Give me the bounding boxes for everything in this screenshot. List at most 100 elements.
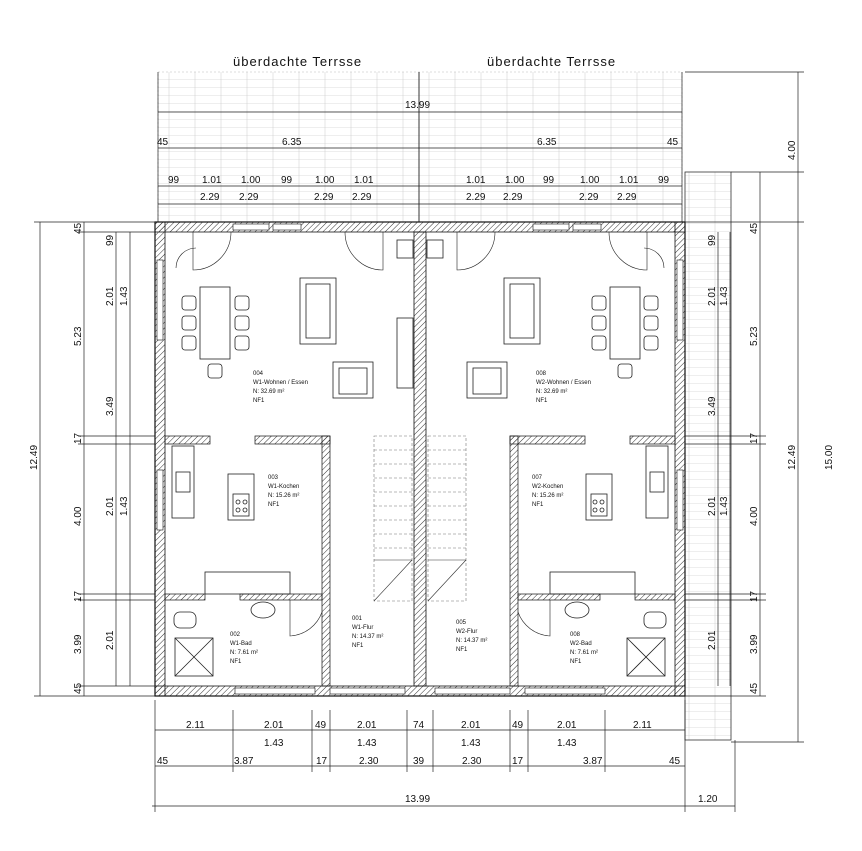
room-type: NF1 [268,502,280,508]
dim-bottom-r2-9: 45 [669,756,681,767]
left-dimensions [34,221,155,697]
room-type: NF1 [536,398,548,404]
top-dimensions [157,72,683,222]
room-label-001: 001 W1-Flur N: 14.37 m² NF1 [352,616,383,649]
dim-bottom-r1-7: 49 [512,720,524,731]
dim-bottom-r1-1: 2.11 [186,720,205,731]
dim-left-m1: 45 [73,222,84,234]
dim-top-overall: 13.99 [405,100,430,111]
dim-left-m5: 17 [73,590,84,602]
dim-bottom-r1-3: 49 [315,720,327,731]
bottom-dimensions [152,700,736,812]
dim-top-r4-6: 2.29 [503,192,523,203]
dim-bottom-r2-8: 3.87 [583,756,603,767]
dim-top-r3-4: 99 [281,175,293,186]
dim-top-r4-7: 2.29 [579,192,599,203]
room-name: W2-Bad [570,641,592,647]
terrace-label-left: überdachte Terrsse [233,54,362,69]
dim-right-s5: 2.01 [707,630,718,650]
room-area: N: 7.61 m² [230,650,258,656]
dim-bottom-r1b-1: 1.43 [264,738,284,749]
dim-bottom-r1-4: 2.01 [357,720,377,731]
dim-bottom-r2-7: 17 [512,756,524,767]
dim-bottom-r1-6: 2.01 [461,720,481,731]
dim-right-i5: 17 [749,590,760,602]
dim-top-r3-8: 1.00 [505,175,525,186]
dim-top-r4-8: 2.29 [617,192,637,203]
room-type: NF1 [253,398,265,404]
stairs [373,435,467,602]
room-id: 007 [532,475,543,481]
room-name: W2-Kochen [532,484,563,490]
right-dimensions [685,71,804,743]
dim-top-r3-9: 99 [543,175,555,186]
terrace [157,71,732,741]
room-type: NF1 [570,659,582,665]
room-id: 003 [268,475,279,481]
room-area: N: 14.37 m² [456,638,487,644]
dim-left-i5: 2.01 [105,630,116,650]
dim-top-r4-5: 2.29 [466,192,486,203]
dim-right-mid: 12.49 [787,445,798,470]
dim-right-i4: 4.00 [749,506,760,526]
dim-top-r3-1: 99 [168,175,180,186]
dim-left-m4: 4.00 [73,506,84,526]
dim-bottom-r1-9: 2.11 [633,720,652,731]
dim-left-i4: 2.01 [105,496,116,516]
room-id: 005 [456,620,467,626]
room-id: 002 [230,632,241,638]
dim-left-ib2: 1.43 [119,496,130,516]
room-type: NF1 [532,502,544,508]
dim-right-i3: 17 [749,432,760,444]
room-id: 004 [253,371,264,377]
dim-right-outer: 15.00 [824,445,835,470]
dim-right-i7: 45 [749,682,760,694]
dim-bottom-r1-5: 74 [413,720,425,731]
dim-top-r4-1: 2.29 [200,192,220,203]
dim-top-r3-2: 1.01 [202,175,222,186]
room-id: 008 [570,632,581,638]
dim-left-m6: 3.99 [73,634,84,654]
dim-bottom-r2-5: 39 [413,756,425,767]
dim-right-i2: 5.23 [749,326,760,346]
furniture-w2 [426,239,669,677]
room-label-003: 003 W1-Kochen N: 15.26 m² NF1 [268,475,299,508]
dim-top-r3-11: 1.01 [619,175,639,186]
dim-top-r4-4: 2.29 [352,192,372,203]
room-label-004: 004 W1-Wohnen / Essen N: 32.69 m² NF1 [253,371,308,404]
building-walls [154,221,686,697]
room-area: N: 7.61 m² [570,650,598,656]
dim-top-r3-5: 1.00 [315,175,335,186]
dim-right-top: 4.00 [787,140,798,160]
dim-top-r3-6: 1.01 [354,175,374,186]
room-area: N: 32.69 m² [536,389,567,395]
dim-top-r2-2: 6.35 [282,137,302,148]
room-label-007: 007 W2-Kochen N: 15.26 m² NF1 [532,475,563,508]
dim-left-i2: 2.01 [105,286,116,306]
dim-right-sb1: 1.43 [719,286,730,306]
dim-bottom-r1-2: 2.01 [264,720,284,731]
room-label-008-living: 008 W2-Wohnen / Essen N: 32.69 m² NF1 [536,371,591,404]
room-type: NF1 [230,659,242,665]
dim-right-s2: 2.01 [707,286,718,306]
room-area: N: 14.37 m² [352,634,383,640]
room-id: 001 [352,616,363,622]
dim-top-r2-1: 45 [157,137,169,148]
dim-right-i1: 45 [749,222,760,234]
dim-top-r3-12: 99 [658,175,670,186]
dim-top-r4-2: 2.29 [239,192,259,203]
room-name: W2-Flur [456,629,477,635]
dim-bottom-r2-4: 2.30 [359,756,379,767]
door-swings [175,231,665,637]
dim-top-r4-3: 2.29 [314,192,334,203]
dim-right-s3: 3.49 [707,396,718,416]
dim-left-outer: 12.49 [29,445,40,470]
room-id: 008 [536,371,547,377]
room-label-002: 002 W1-Bad N: 7.61 m² NF1 [230,632,258,665]
room-area: N: 15.26 m² [532,493,563,499]
dim-top-r3-7: 1.01 [466,175,486,186]
room-type: NF1 [352,643,364,649]
dim-top-r2-3: 6.35 [537,137,557,148]
